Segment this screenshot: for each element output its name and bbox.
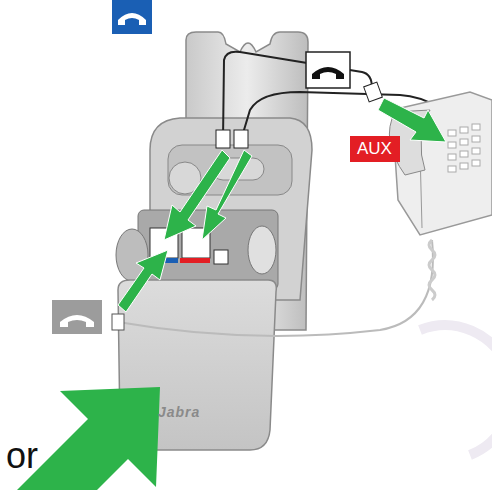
modular-plug xyxy=(364,82,383,102)
coiled-cord xyxy=(429,240,435,300)
direction-arrow xyxy=(118,98,446,312)
port-label-box: AUX xyxy=(350,136,400,162)
red-jack-marker xyxy=(180,258,210,263)
phone-keypad xyxy=(448,124,480,172)
background-arc xyxy=(420,325,492,455)
modular-plug xyxy=(234,130,248,148)
brand-logo: Jabra xyxy=(158,404,200,420)
handset-cord xyxy=(118,240,433,336)
headset-port-icon xyxy=(112,0,152,34)
handset-port-icon xyxy=(52,300,102,334)
arrow-fill xyxy=(0,387,160,490)
or-arrow: or xyxy=(0,385,165,490)
node-text: AUX xyxy=(357,139,393,159)
side-knob xyxy=(248,226,276,274)
modular-plug xyxy=(216,130,230,148)
phone-port-icon xyxy=(306,52,350,88)
modular-plug xyxy=(112,314,124,330)
node-text: or xyxy=(6,435,38,476)
power-jack xyxy=(214,250,228,264)
